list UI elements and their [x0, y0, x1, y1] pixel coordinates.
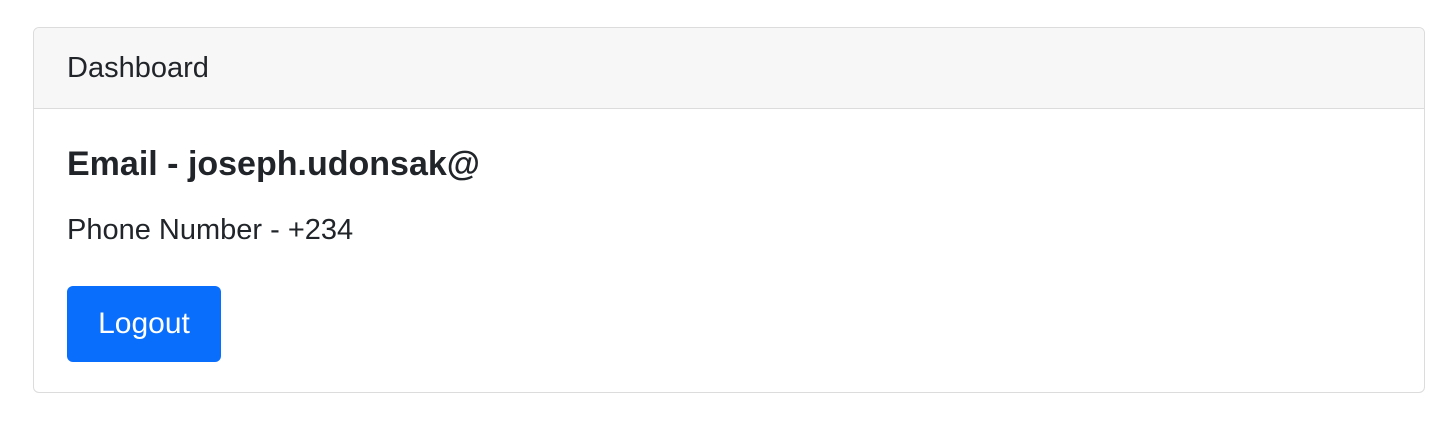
phone-line: Phone Number - +234: [67, 214, 353, 247]
dashboard-card: Dashboard Email - joseph.udonsak@ Phone …: [33, 27, 1425, 393]
email-heading: Email - joseph.udonsak@: [67, 145, 480, 184]
email-separator: -: [157, 145, 188, 183]
email-label: Email: [67, 145, 158, 183]
card-header: Dashboard: [34, 28, 1424, 109]
phone-separator: -: [262, 214, 288, 246]
card-header-title: Dashboard: [67, 51, 209, 84]
logout-button[interactable]: Logout: [67, 286, 221, 362]
phone-value: +234: [287, 214, 354, 246]
email-value: joseph.udonsak@: [187, 145, 480, 183]
phone-label: Phone Number: [67, 214, 263, 246]
